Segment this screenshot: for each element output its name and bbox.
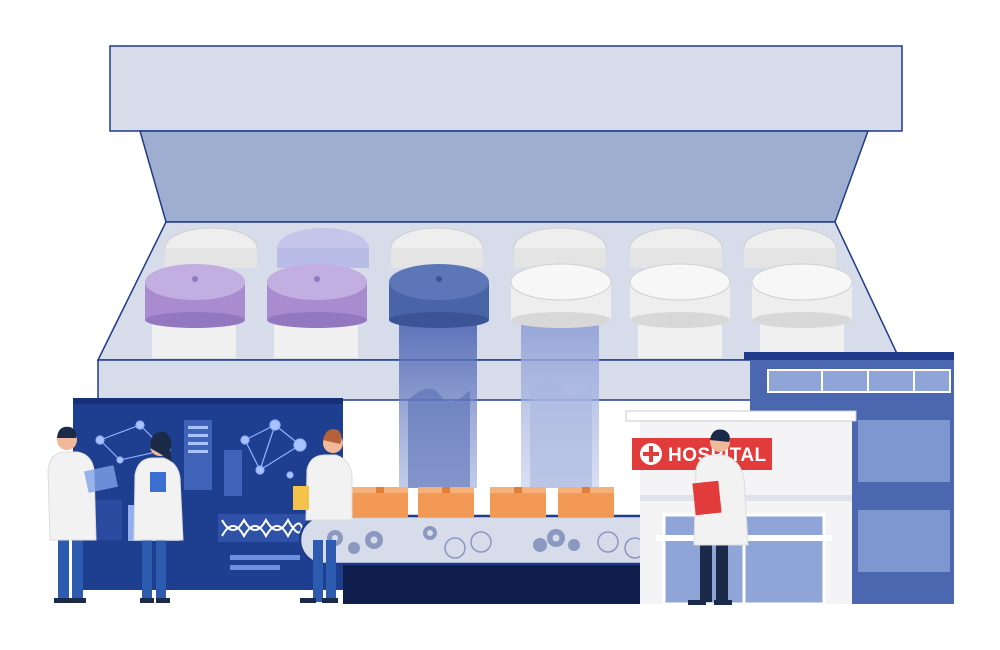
scientist-middle xyxy=(133,431,184,603)
box xyxy=(490,487,546,517)
vial-white-2 xyxy=(629,263,731,358)
doctor xyxy=(688,429,749,605)
vial-white-dropping xyxy=(510,263,612,488)
dna-icon xyxy=(218,514,306,542)
box-lid xyxy=(109,45,903,223)
network-icon xyxy=(95,419,307,479)
vial-cap xyxy=(629,227,723,269)
conveyor-belt xyxy=(298,514,690,566)
box xyxy=(352,487,408,517)
conveyor-stand xyxy=(343,560,643,604)
shipping-boxes xyxy=(352,487,614,517)
vial-cap xyxy=(513,227,607,269)
clipboard-icon xyxy=(692,480,722,516)
vial-cap xyxy=(277,228,369,268)
vial-cap xyxy=(743,227,837,269)
vial-purple-2 xyxy=(267,264,367,358)
scientist-left xyxy=(47,426,118,603)
scientist-conveyor xyxy=(293,429,353,603)
clipboard-icon xyxy=(293,486,309,510)
vial-purple-1 xyxy=(145,264,245,358)
box xyxy=(418,487,474,517)
vial-blue-dropping xyxy=(389,264,489,488)
box xyxy=(558,487,614,517)
vial-cap xyxy=(164,227,258,269)
front-row-vials xyxy=(145,263,853,488)
vial-white-3 xyxy=(751,263,853,358)
vial-cap xyxy=(390,227,484,269)
back-row-caps xyxy=(164,227,837,269)
